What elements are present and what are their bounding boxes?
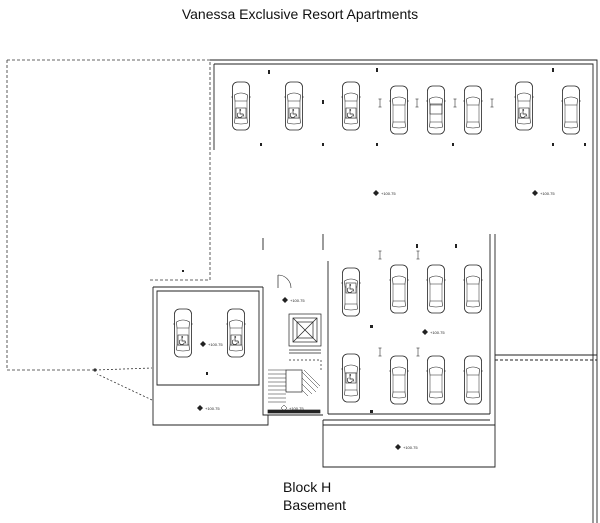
elevation-marker: +100.75	[282, 297, 305, 303]
parking-space	[426, 264, 446, 314]
parking-space	[389, 85, 409, 135]
parking-space-accessible	[514, 81, 534, 131]
parking-row-middle-upper	[341, 244, 483, 328]
parking-space	[426, 85, 446, 135]
parking-space	[426, 355, 446, 405]
level-label: Basement	[283, 497, 347, 513]
svg-text:+100.75: +100.75	[540, 191, 555, 196]
drawing-title: Vanessa Exclusive Resort Apartments	[181, 6, 419, 22]
parking-row-top	[231, 81, 581, 135]
svg-text:+100.75: +100.75	[403, 445, 418, 450]
parking-space	[389, 264, 409, 314]
parking-space	[561, 85, 581, 135]
svg-text:+100.75: +100.75	[290, 298, 305, 303]
parking-row-middle-lower	[341, 347, 483, 413]
parking-row-left	[173, 270, 246, 375]
parking-space	[463, 85, 483, 135]
elevation-markers: +100.75 +100.75 +100.75 +100.75 +100.75 …	[197, 190, 555, 450]
parking-space	[463, 355, 483, 405]
block-label: Block H	[283, 479, 332, 495]
parking-space	[389, 355, 409, 405]
parking-space-accessible	[341, 353, 361, 403]
parking-space-accessible	[226, 308, 246, 358]
svg-text:+100.75: +100.75	[289, 406, 304, 411]
top-row-columns	[260, 68, 586, 146]
svg-text:+100.75: +100.75	[205, 406, 220, 411]
building-walls	[152, 59, 598, 523]
elevation-marker: +100.75	[280, 404, 304, 412]
parking-space-accessible	[231, 81, 251, 131]
elevation-marker: +100.75	[200, 341, 223, 347]
elevation-marker: +100.75	[395, 444, 418, 450]
svg-text:+100.75: +100.75	[381, 191, 396, 196]
site-boundary	[6, 59, 211, 401]
parking-space-accessible	[341, 267, 361, 317]
parking-space-accessible	[341, 81, 361, 131]
stair-elevator-core	[267, 274, 322, 414]
svg-text:+100.75: +100.75	[430, 330, 445, 335]
parking-space	[463, 264, 483, 314]
elevation-marker: +100.75	[197, 405, 220, 411]
elevation-marker: +100.75	[422, 329, 445, 335]
parking-space-accessible	[173, 308, 193, 358]
parking-space-accessible	[284, 81, 304, 131]
elevation-marker: +100.75	[373, 190, 396, 196]
svg-text:+100.75: +100.75	[208, 342, 223, 347]
elevation-marker: +100.75	[532, 190, 555, 196]
